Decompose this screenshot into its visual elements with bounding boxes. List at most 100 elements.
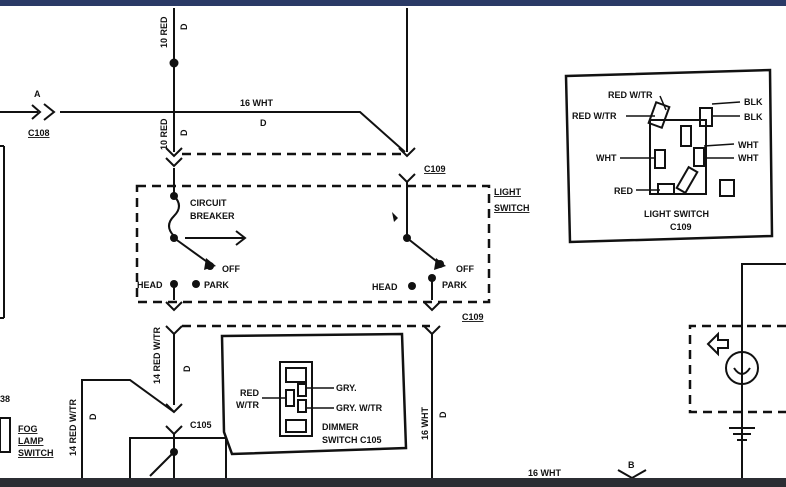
wire-label-16-wht-bottom: 16 WHT [528, 468, 562, 478]
fog-switch-box [129, 437, 227, 478]
terminal-dot [170, 192, 178, 200]
inset-terminal [654, 149, 666, 169]
circuit-breaker-label-1: CIRCUIT [190, 198, 227, 208]
inset-label-blk-1: BLK [744, 97, 763, 107]
connector-label-c105: C105 [190, 420, 212, 430]
circuit-breaker-element [168, 195, 180, 237]
inset-leader [659, 95, 667, 111]
wire-16-wht-horizontal [60, 111, 406, 153]
switch-blade-left [173, 237, 211, 265]
dimmer-label-wtr: W/TR [236, 400, 259, 410]
inset-label-wht: WHT [596, 153, 617, 163]
inset-terminal [675, 165, 699, 195]
dimmer-terminal [285, 389, 295, 407]
switch-park-right: PARK [442, 280, 467, 290]
dimmer-switch-border [220, 332, 408, 456]
inset-light-switch-border [564, 68, 774, 244]
connector-c109-top-left-chevron [165, 147, 183, 158]
inset-terminal [699, 107, 713, 127]
lamp-filament [733, 367, 751, 375]
wire-label-10-red-mid: 10 RED [159, 118, 169, 150]
light-switch-enclosure [135, 184, 491, 304]
dimmer-title-1: DIMMER [322, 422, 359, 432]
wire-label-10-red-top: 10 RED [159, 16, 169, 48]
inset-label-red-wtr-1: RED W/TR [608, 90, 653, 100]
dimmer-label-gry: GRY. [336, 383, 357, 393]
inset-label-red: RED [614, 186, 634, 196]
small-mark [392, 212, 398, 222]
wire-code-d-fog: D [88, 413, 98, 420]
light-switch-label-1: LIGHT [494, 187, 521, 197]
bottom-window-bar [0, 478, 786, 487]
connector-c109-bottom-left-chevron-2 [165, 325, 183, 336]
connector-c108-chevron [43, 103, 56, 121]
connector-label-c108: C108 [28, 128, 50, 138]
lamp-enclosure [688, 324, 786, 414]
wire-label-b: B [628, 460, 635, 470]
lamp-bulb [725, 351, 759, 385]
top-window-bar [0, 0, 786, 6]
terminal-dot [170, 234, 178, 242]
inset-title: LIGHT SWITCH [644, 209, 709, 219]
terminal-dot [403, 234, 411, 242]
fog-lamp-label-3: SWITCH [18, 448, 54, 458]
connector-c109-top-right-chevron [398, 147, 416, 158]
wire-label-38: 38 [0, 394, 10, 404]
inset-label-blk-2: BLK [744, 112, 763, 122]
dimmer-label-gry-wtr: GRY. W/TR [336, 403, 383, 413]
wire-code-d-wht-lower: D [438, 411, 448, 418]
inset-label-wht-1: WHT [738, 140, 759, 150]
inset-terminal [657, 183, 675, 195]
fog-lamp-label-1: FOG [18, 424, 38, 434]
inset-leader [703, 143, 735, 147]
terminal-dot [428, 274, 436, 282]
arrowhead [434, 258, 446, 270]
switch-head-right: HEAD [372, 282, 398, 292]
lamp-arrow-icon [706, 331, 729, 357]
inset-terminal [719, 179, 735, 197]
wire-label-a: A [34, 89, 41, 99]
circuit-breaker-label-2: BREAKER [190, 211, 235, 221]
wire-label-14-red-wtr: 14 RED W/TR [152, 326, 162, 384]
switch-blade-right [406, 237, 441, 265]
dimmer-title-2: SWITCH C105 [322, 435, 382, 445]
dimmer-switch-body [279, 361, 313, 437]
wire-label-16-wht: 16 WHT [240, 98, 274, 108]
dimmer-terminal [297, 399, 307, 413]
switch-off-right: OFF [456, 264, 474, 274]
terminal-dot [170, 280, 178, 288]
fog-switch-blade [149, 451, 175, 477]
wire-label-16-wht-lower: 16 WHT [420, 406, 430, 440]
dimmer-label-red: RED [240, 388, 260, 398]
terminal-dot [192, 280, 200, 288]
switch-park-left: PARK [204, 280, 229, 290]
inset-terminal [693, 147, 705, 167]
switch-head-left: HEAD [137, 280, 163, 290]
wire-code-d-mid: D [179, 129, 189, 136]
wire-code-d-horizontal: D [260, 118, 267, 128]
light-switch-label-2: SWITCH [494, 203, 530, 213]
connector-label-c109-top: C109 [424, 164, 446, 174]
connector-c105-chevron-2 [165, 425, 183, 436]
fog-lamp-connector [0, 417, 11, 453]
wire-label-fog-red-wtr: 14 RED W/TR [68, 398, 78, 456]
wire-lamp [741, 263, 786, 478]
terminal-dot [170, 448, 178, 456]
connector-b-chevron [617, 469, 647, 480]
connector-c109-bottom-right-chevron [423, 301, 441, 312]
dimmer-terminal [285, 419, 307, 433]
inset-connector: C109 [670, 222, 692, 232]
inset-label-red-wtr-2: RED W/TR [572, 111, 617, 121]
connector-c109-top-right-chevron-2 [398, 173, 416, 184]
fog-lamp-label-2: LAMP [18, 436, 44, 446]
connector-c109-top-left-chevron-2 [165, 157, 183, 168]
terminal-dot [408, 282, 416, 290]
connector-label-c109-bottom: C109 [462, 312, 484, 322]
wire-code-d-red-wtr: D [182, 365, 192, 372]
inset-terminal [647, 100, 671, 130]
connector-c109-bottom-left-chevron [165, 301, 183, 312]
inset-switch-body [649, 119, 707, 195]
inset-leader [711, 101, 741, 105]
